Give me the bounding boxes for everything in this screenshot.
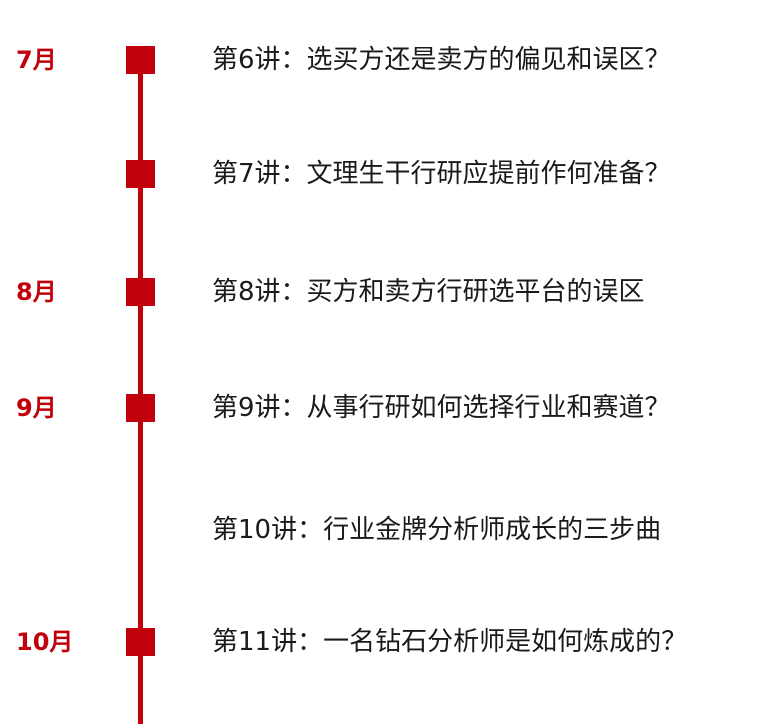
timeline-entry: 8月 第8讲：买方和卖方行研选平台的误区 bbox=[0, 272, 769, 312]
timeline-marker bbox=[126, 628, 155, 656]
timeline-marker bbox=[126, 46, 155, 74]
timeline-entry: 7月 第6讲：选买方还是卖方的偏见和误区？ bbox=[0, 40, 769, 80]
lecture-title: 第10讲：行业金牌分析师成长的三步曲 bbox=[212, 515, 662, 545]
timeline-marker bbox=[126, 394, 155, 422]
month-label: 9月 bbox=[16, 394, 57, 422]
timeline-marker bbox=[126, 278, 155, 306]
timeline-entry: 第7讲：文理生干行研应提前作何准备？ bbox=[0, 154, 769, 194]
timeline-marker bbox=[126, 160, 155, 188]
lecture-title: 第9讲：从事行研如何选择行业和赛道？ bbox=[212, 393, 671, 423]
timeline-line bbox=[138, 60, 143, 724]
lecture-title: 第11讲：一名钻石分析师是如何炼成的？ bbox=[212, 627, 688, 657]
lecture-title: 第8讲：买方和卖方行研选平台的误区 bbox=[212, 277, 645, 307]
month-label: 10月 bbox=[16, 628, 74, 656]
timeline-entry: 第10讲：行业金牌分析师成长的三步曲 bbox=[0, 510, 769, 550]
month-label: 7月 bbox=[16, 46, 57, 74]
timeline-entry: 9月 第9讲：从事行研如何选择行业和赛道？ bbox=[0, 388, 769, 428]
lecture-title: 第7讲：文理生干行研应提前作何准备？ bbox=[212, 159, 671, 189]
lecture-title: 第6讲：选买方还是卖方的偏见和误区？ bbox=[212, 45, 671, 75]
month-label: 8月 bbox=[16, 278, 57, 306]
timeline-entry: 10月 第11讲：一名钻石分析师是如何炼成的？ bbox=[0, 622, 769, 662]
